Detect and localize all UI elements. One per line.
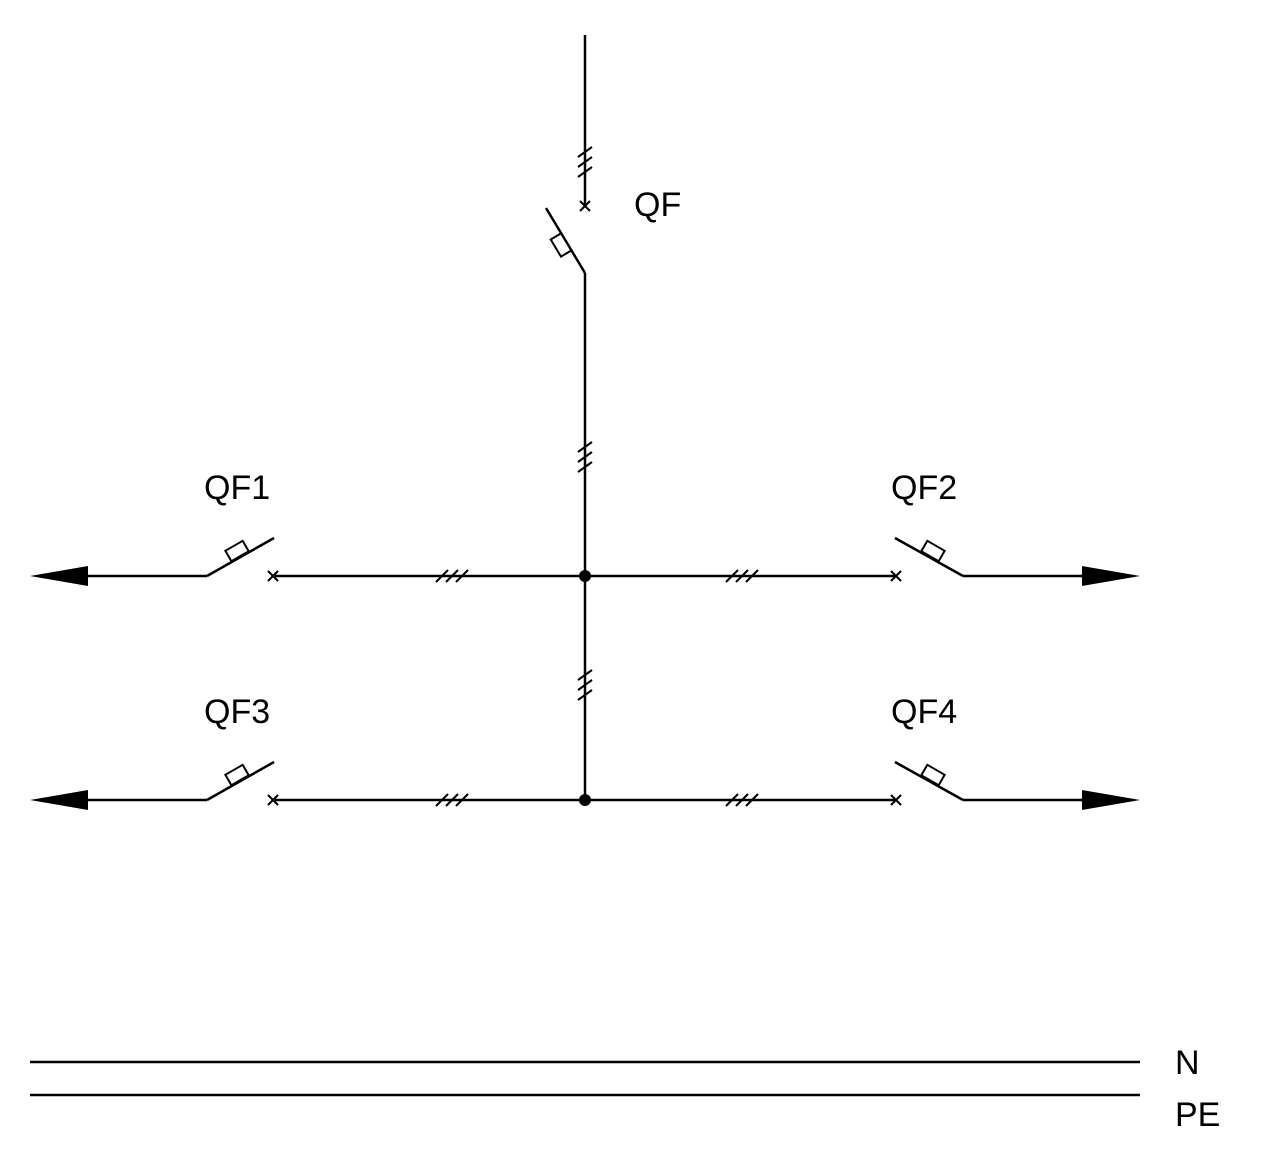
contact-x-mark <box>890 570 902 582</box>
trip-unit <box>223 763 251 787</box>
breaker-blade <box>894 536 964 578</box>
protective-earth-conductor: PE <box>30 1093 1220 1134</box>
trip-unit <box>919 763 947 787</box>
main-breaker-label: QF <box>634 186 681 224</box>
outgoing-arrow-right <box>1082 790 1140 810</box>
three-phase-tick-marks <box>577 669 593 701</box>
breaker-blade <box>894 760 964 802</box>
outgoing-arrow-left <box>30 790 88 810</box>
breaker-qf2-label: QF2 <box>891 469 957 507</box>
breaker-qf1[interactable]: QF1 <box>30 469 279 586</box>
breaker-qf2[interactable]: QF2 <box>890 469 1140 586</box>
neutral-conductor: N <box>30 1044 1200 1082</box>
three-phase-tick-marks <box>725 569 759 583</box>
breaker-qf3-label: QF3 <box>204 693 270 731</box>
junction-dot <box>579 794 591 806</box>
protective-earth-label: PE <box>1175 1096 1220 1134</box>
junction-dot <box>579 570 591 582</box>
three-phase-tick-marks <box>435 569 469 583</box>
lower-branch <box>275 793 895 807</box>
trip-unit <box>549 231 573 259</box>
breaker-qf3[interactable]: QF3 <box>30 693 279 810</box>
breaker-qf4-label: QF4 <box>891 693 957 731</box>
outgoing-arrow-right <box>1082 566 1140 586</box>
trip-unit <box>919 539 947 563</box>
trip-unit <box>223 539 251 563</box>
three-phase-tick-marks <box>577 146 593 178</box>
main-breaker-qf[interactable]: QF <box>544 186 681 274</box>
three-phase-tick-marks <box>725 793 759 807</box>
three-phase-tick-marks <box>435 793 469 807</box>
breaker-qf4[interactable]: QF4 <box>890 693 1140 810</box>
main-feeder <box>577 35 593 205</box>
outgoing-arrow-left <box>30 566 88 586</box>
neutral-label: N <box>1175 1044 1200 1082</box>
contact-x-mark <box>579 200 591 212</box>
breaker-qf1-label: QF1 <box>204 469 270 507</box>
three-phase-tick-marks <box>577 441 593 473</box>
contact-x-mark <box>890 794 902 806</box>
upper-branch <box>275 569 895 583</box>
contact-x-mark <box>267 570 279 582</box>
vertical-busbar <box>577 273 593 800</box>
contact-x-mark <box>267 794 279 806</box>
